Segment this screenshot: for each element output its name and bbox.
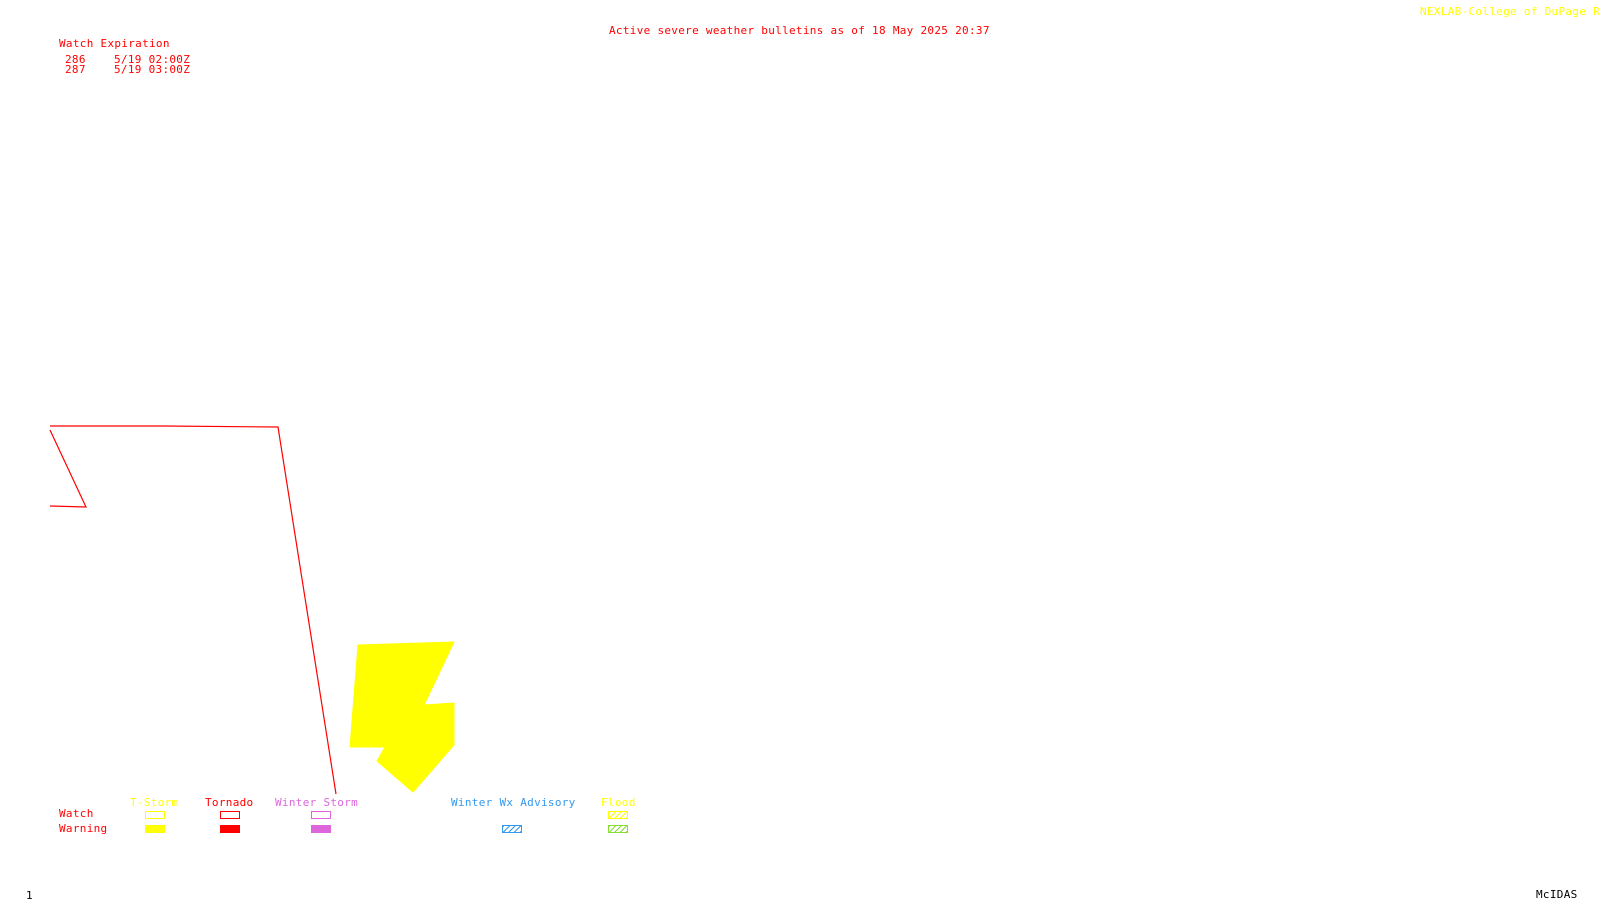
tornado-warning-swatch	[220, 825, 240, 833]
tornado-watch-outline-west	[49, 429, 87, 508]
legend-warning-label: Warning	[59, 822, 108, 835]
watch-row-expiry: 5/19 03:00Z	[114, 63, 191, 76]
bulletin-title: Active severe weather bulletins as of 18…	[609, 24, 990, 37]
flood-warning-swatch	[608, 825, 628, 833]
tornado-watch-outline	[50, 425, 337, 795]
watch-expiration-heading: Watch Expiration	[59, 37, 170, 50]
credit-text: NEXLAB-College of DuPage R	[1420, 5, 1600, 18]
legend-winter-storm-label: Winter Storm	[275, 796, 359, 809]
watch-row-expiry: 5/19 02:00Z	[114, 53, 191, 66]
winter-wx-advisory-swatch	[502, 825, 522, 833]
watch-row-id: 287	[65, 63, 86, 76]
legend-winter-wx-advisory-label: Winter Wx Advisory	[451, 796, 576, 809]
legend-tornado-label: Tornado	[205, 796, 254, 809]
frame-number: 1	[26, 889, 33, 902]
tornado-watch-swatch	[220, 811, 240, 819]
legend-flood-label: Flood	[601, 796, 636, 809]
watch-row-id: 286	[65, 53, 86, 66]
software-label: McIDAS	[1536, 888, 1578, 901]
flood-watch-swatch	[608, 811, 628, 819]
legend-watch-label: Watch	[59, 807, 94, 820]
tstorm-warning-swatch	[145, 825, 165, 833]
tstorm-watch-swatch	[145, 811, 165, 819]
legend-tstorm-label: T-Storm	[130, 796, 179, 809]
winter-storm-warning-swatch	[311, 825, 331, 833]
winter-storm-watch-swatch	[311, 811, 331, 819]
tstorm-warning-polygon	[349, 641, 455, 793]
